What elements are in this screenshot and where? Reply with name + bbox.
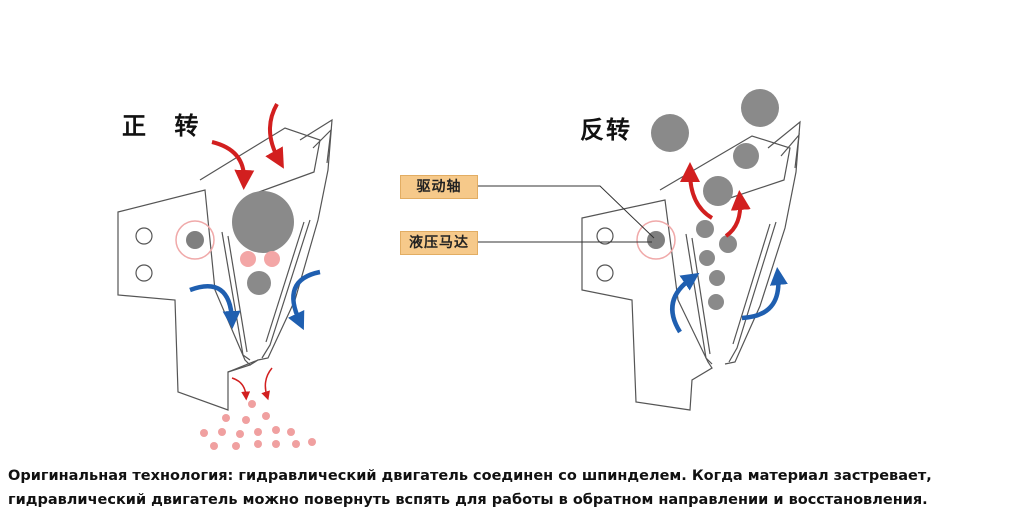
reverse-rotation-title: 反转 <box>580 115 632 144</box>
mount-hole-icon <box>596 227 614 245</box>
drive-shaft-leader <box>478 185 655 239</box>
mount-hole-icon <box>596 264 614 282</box>
small-rock <box>719 235 737 253</box>
medium-rock <box>247 271 271 295</box>
small-rock <box>699 250 715 266</box>
mount-hole-icon <box>135 264 153 282</box>
forward-crusher-body <box>117 118 333 411</box>
caption-line-2: гидравлический двигатель можно повернуть… <box>8 492 928 508</box>
drive-shaft-label: 驱动轴 <box>400 175 478 199</box>
small-rock <box>708 294 724 310</box>
rotation-arrow-icon <box>741 267 788 321</box>
small-rock <box>696 220 714 238</box>
reverse-arrow-icon <box>680 162 714 220</box>
ejected-rock <box>651 114 689 152</box>
forward-rotation-title: 正 转 <box>122 111 209 140</box>
crushed-piece <box>264 251 280 267</box>
feed-arrow-icon <box>265 103 284 169</box>
medium-rock <box>703 176 733 206</box>
discharge-arrow-icon <box>261 367 273 401</box>
ejected-rock <box>733 143 759 169</box>
reverse-arrow-icon <box>724 190 751 238</box>
ejected-rock <box>741 89 779 127</box>
hydraulic-motor-label: 液压马达 <box>400 231 478 255</box>
rotation-arrow-icon <box>189 284 241 329</box>
drive-shaft-icon <box>186 231 204 249</box>
small-rock <box>709 270 725 286</box>
discharge-arrow-icon <box>231 377 251 401</box>
rotation-arrow-icon <box>288 269 321 331</box>
rotation-arrow-icon <box>670 272 700 334</box>
caption: Оригинальная технология: гидравлический … <box>8 464 1028 512</box>
drive-shaft-ring <box>636 220 676 260</box>
reverse-crusher-body <box>581 120 801 411</box>
crushed-output-pile <box>200 400 316 450</box>
drive-shaft-ring <box>175 220 215 260</box>
large-rock <box>232 191 294 253</box>
crushed-piece <box>240 251 256 267</box>
mount-hole-icon <box>135 227 153 245</box>
caption-line-1: Оригинальная технология: гидравлический … <box>8 468 932 484</box>
feed-arrow-icon <box>211 140 255 190</box>
